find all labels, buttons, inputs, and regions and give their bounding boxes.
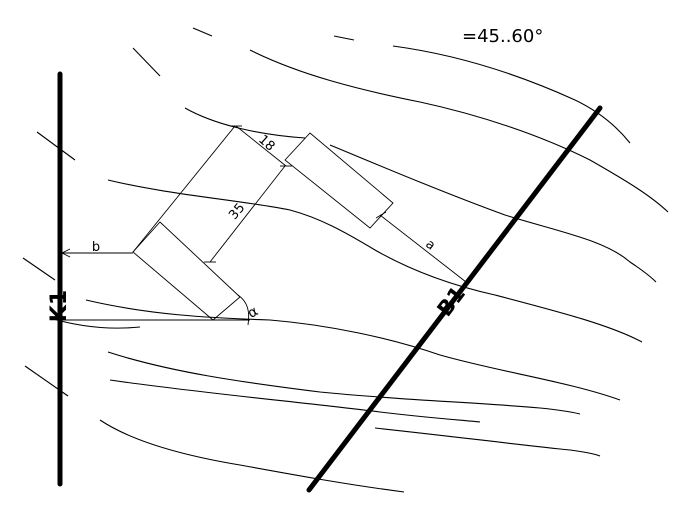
- contour-9: [107, 179, 643, 343]
- dimension-alpha-arc: [237, 294, 250, 326]
- dimension-a-tick: [375, 211, 387, 219]
- contour-16: [99, 419, 405, 493]
- dimension-a-line: [379, 214, 467, 283]
- contour-5: [249, 49, 669, 213]
- contour-3: [392, 45, 631, 144]
- contour-10: [22, 257, 56, 281]
- dimension-label-b: b: [92, 240, 100, 255]
- building-upper: [284, 132, 394, 229]
- contour-1: [192, 27, 213, 37]
- contour-15: [109, 379, 481, 423]
- contour-14: [107, 351, 581, 415]
- label-k1: K1: [47, 290, 72, 322]
- contour-7: [329, 144, 657, 283]
- contour-17: [374, 427, 601, 457]
- angle-note: =45..60°: [462, 26, 543, 47]
- dimension-lines: [60, 125, 467, 326]
- contour-2: [333, 35, 355, 41]
- connector-rectangle-edge-bottom: [209, 165, 286, 263]
- connector-rectangle-edge-left: [132, 125, 236, 253]
- dimension-b-arrow: [60, 248, 71, 258]
- reference-line-b1: [306, 105, 603, 493]
- contour-4: [132, 47, 161, 77]
- contour-8: [36, 131, 76, 161]
- building-lower: [132, 221, 241, 321]
- dimension-18-line: [235, 125, 287, 167]
- contour-lines: [22, 27, 669, 493]
- dimension-label-35: 35: [226, 201, 248, 223]
- dimension-label-18: 18: [255, 132, 277, 154]
- contour-11: [85, 299, 621, 401]
- dimension-label-a: a: [422, 237, 438, 254]
